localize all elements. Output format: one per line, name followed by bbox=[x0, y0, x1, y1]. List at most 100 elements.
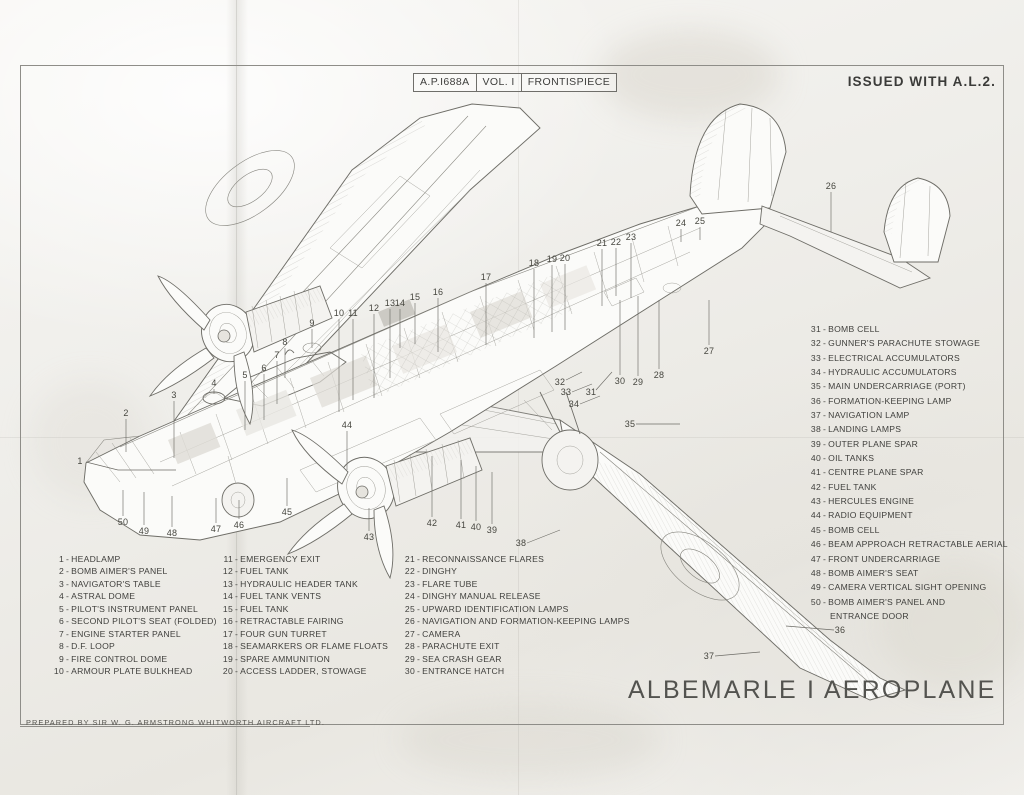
legend-item-label: RETRACTABLE FAIRING bbox=[240, 616, 344, 627]
legend-item-label: BOMB AIMER'S PANEL bbox=[71, 566, 168, 577]
legend-item-number: 46 bbox=[810, 539, 821, 550]
legend-item-dash: - bbox=[235, 603, 239, 614]
legend-item: 3-NAVIGATOR'S TABLE bbox=[49, 578, 217, 590]
legend-item-dash: - bbox=[823, 453, 827, 464]
callout-number: 39 bbox=[486, 525, 498, 535]
doc-ref-section: FRONTISPIECE bbox=[527, 76, 611, 88]
legend-item-label: FOUR GUN TURRET bbox=[240, 628, 327, 639]
legend-item: 6-SECOND PILOT'S SEAT (FOLDED) bbox=[49, 615, 217, 627]
legend-item-label: OIL TANKS bbox=[828, 453, 875, 464]
callout-number: 37 bbox=[703, 651, 715, 661]
legend-item-number: 30 bbox=[404, 666, 415, 677]
callout-number: 9 bbox=[309, 318, 315, 328]
legend-item-label: RECONNAISSANCE FLARES bbox=[422, 554, 545, 564]
legend-item-number: 2 bbox=[58, 566, 64, 577]
callout-number: 19 bbox=[546, 254, 558, 264]
legend-item-number: 21 bbox=[404, 554, 415, 564]
legend-item-dash: - bbox=[66, 566, 70, 577]
legend-item-label: CAMERA VERTICAL SIGHT OPENING bbox=[828, 582, 987, 593]
legend-item: 26-NAVIGATION AND FORMATION-KEEPING LAMP… bbox=[400, 615, 630, 627]
legend-item-label: HYDRAULIC HEADER TANK bbox=[240, 578, 358, 589]
legend-item-label: ENGINE STARTER PANEL bbox=[71, 628, 181, 639]
legend-item-label: DINGHY bbox=[422, 566, 458, 577]
legend-item-dash: - bbox=[235, 591, 239, 602]
legend-item-label: ARMOUR PLATE BULKHEAD bbox=[71, 666, 193, 677]
callout-number: 42 bbox=[426, 518, 438, 528]
legend-item-label: PILOT'S INSTRUMENT PANEL bbox=[71, 603, 199, 614]
callout-number: 22 bbox=[610, 237, 622, 247]
legend-item-dash: - bbox=[823, 524, 827, 535]
legend-item: 30-ENTRANCE HATCH bbox=[400, 665, 630, 677]
legend-item-number: 26 bbox=[404, 616, 415, 627]
legend-item: 17-FOUR GUN TURRET bbox=[218, 628, 388, 640]
legend-item: 32-GUNNER'S PARACHUTE STOWAGE bbox=[806, 336, 1008, 350]
legend-item: 47-FRONT UNDERCARRIAGE bbox=[806, 552, 1008, 566]
legend-item: 4-ASTRAL DOME bbox=[49, 590, 217, 602]
legend-item-number: 24 bbox=[404, 591, 415, 602]
issued-with-label: ISSUED WITH A.L.2. bbox=[847, 74, 996, 89]
callout-number: 23 bbox=[625, 232, 637, 242]
legend-item-number: 16 bbox=[222, 616, 233, 627]
callout-number: 43 bbox=[363, 532, 375, 542]
legend-item-number: 9 bbox=[58, 653, 64, 664]
legend-item-dash: - bbox=[235, 616, 239, 627]
legend-item-label: FUEL TANK bbox=[240, 603, 289, 614]
legend-item-dash: - bbox=[823, 338, 827, 349]
legend-item-dash: - bbox=[823, 582, 827, 593]
callout-number: 13 bbox=[384, 298, 396, 308]
legend-item: 9-FIRE CONTROL DOME bbox=[49, 653, 217, 665]
legend-item-label: ELECTRICAL ACCUMULATORS bbox=[828, 352, 961, 363]
legend-item-label: NAVIGATION LAMP bbox=[828, 410, 910, 421]
legend-item: 41-CENTRE PLANE SPAR bbox=[806, 465, 1008, 479]
legend-item-number: 10 bbox=[53, 666, 64, 677]
legend-item-label: HERCULES ENGINE bbox=[828, 496, 915, 507]
legend-item: 35-MAIN UNDERCARRIAGE (PORT) bbox=[806, 379, 1008, 393]
legend-item-dash: - bbox=[235, 666, 239, 677]
legend-item-dash: - bbox=[417, 578, 421, 589]
callout-number: 10 bbox=[333, 308, 345, 318]
legend-item-label: ASTRAL DOME bbox=[71, 591, 136, 602]
legend-item-number: 41 bbox=[810, 467, 821, 478]
legend-item-number: 1 bbox=[58, 554, 64, 564]
legend-item-number: 32 bbox=[810, 338, 821, 349]
legend-item-dash: - bbox=[235, 578, 239, 589]
legend-item-label: GUNNER'S PARACHUTE STOWAGE bbox=[828, 338, 981, 349]
legend-item-dash: - bbox=[823, 324, 827, 334]
legend-item-dash: - bbox=[417, 591, 421, 602]
legend-item-dash: - bbox=[823, 395, 827, 406]
legend-item-dash: - bbox=[823, 539, 827, 550]
callout-number: 31 bbox=[585, 387, 597, 397]
callout-number: 33 bbox=[560, 387, 572, 397]
legend-item-dash: - bbox=[235, 566, 239, 577]
legend-item-number: 22 bbox=[404, 566, 415, 577]
legend-item-number: 34 bbox=[810, 367, 821, 378]
legend-item-label: BOMB CELL bbox=[828, 324, 880, 334]
callout-number: 44 bbox=[341, 420, 353, 430]
legend-item: 33-ELECTRICAL ACCUMULATORS bbox=[806, 351, 1008, 365]
legend-item: 14-FUEL TANK VENTS bbox=[218, 590, 388, 602]
callout-number: 40 bbox=[470, 522, 482, 532]
legend-item-dash: - bbox=[823, 481, 827, 492]
legend-item-dash: - bbox=[417, 554, 421, 564]
legend-item-dash: - bbox=[66, 666, 70, 677]
legend-item-number: 5 bbox=[58, 603, 64, 614]
legend-item-label: FORMATION-KEEPING LAMP bbox=[828, 395, 952, 406]
legend-item: 39-OUTER PLANE SPAR bbox=[806, 437, 1008, 451]
legend-item: 18-SEAMARKERS OR FLAME FLOATS bbox=[218, 640, 388, 652]
legend-item-label: RADIO EQUIPMENT bbox=[828, 510, 913, 521]
legend-item-label: PARACHUTE EXIT bbox=[422, 641, 500, 652]
callout-number: 50 bbox=[117, 517, 129, 527]
legend-item-number: 11 bbox=[223, 554, 233, 564]
callout-number: 16 bbox=[432, 287, 444, 297]
callout-number: 5 bbox=[242, 370, 248, 380]
legend-item-number: 29 bbox=[404, 653, 415, 664]
legend-item-number: 20 bbox=[222, 666, 233, 677]
legend-item-dash: - bbox=[235, 554, 239, 564]
legend-item-dash: - bbox=[66, 603, 70, 614]
legend-item-dash: - bbox=[823, 553, 827, 564]
legend-item: 21-RECONNAISSANCE FLARES bbox=[400, 553, 630, 565]
legend-item-dash: - bbox=[823, 424, 827, 435]
